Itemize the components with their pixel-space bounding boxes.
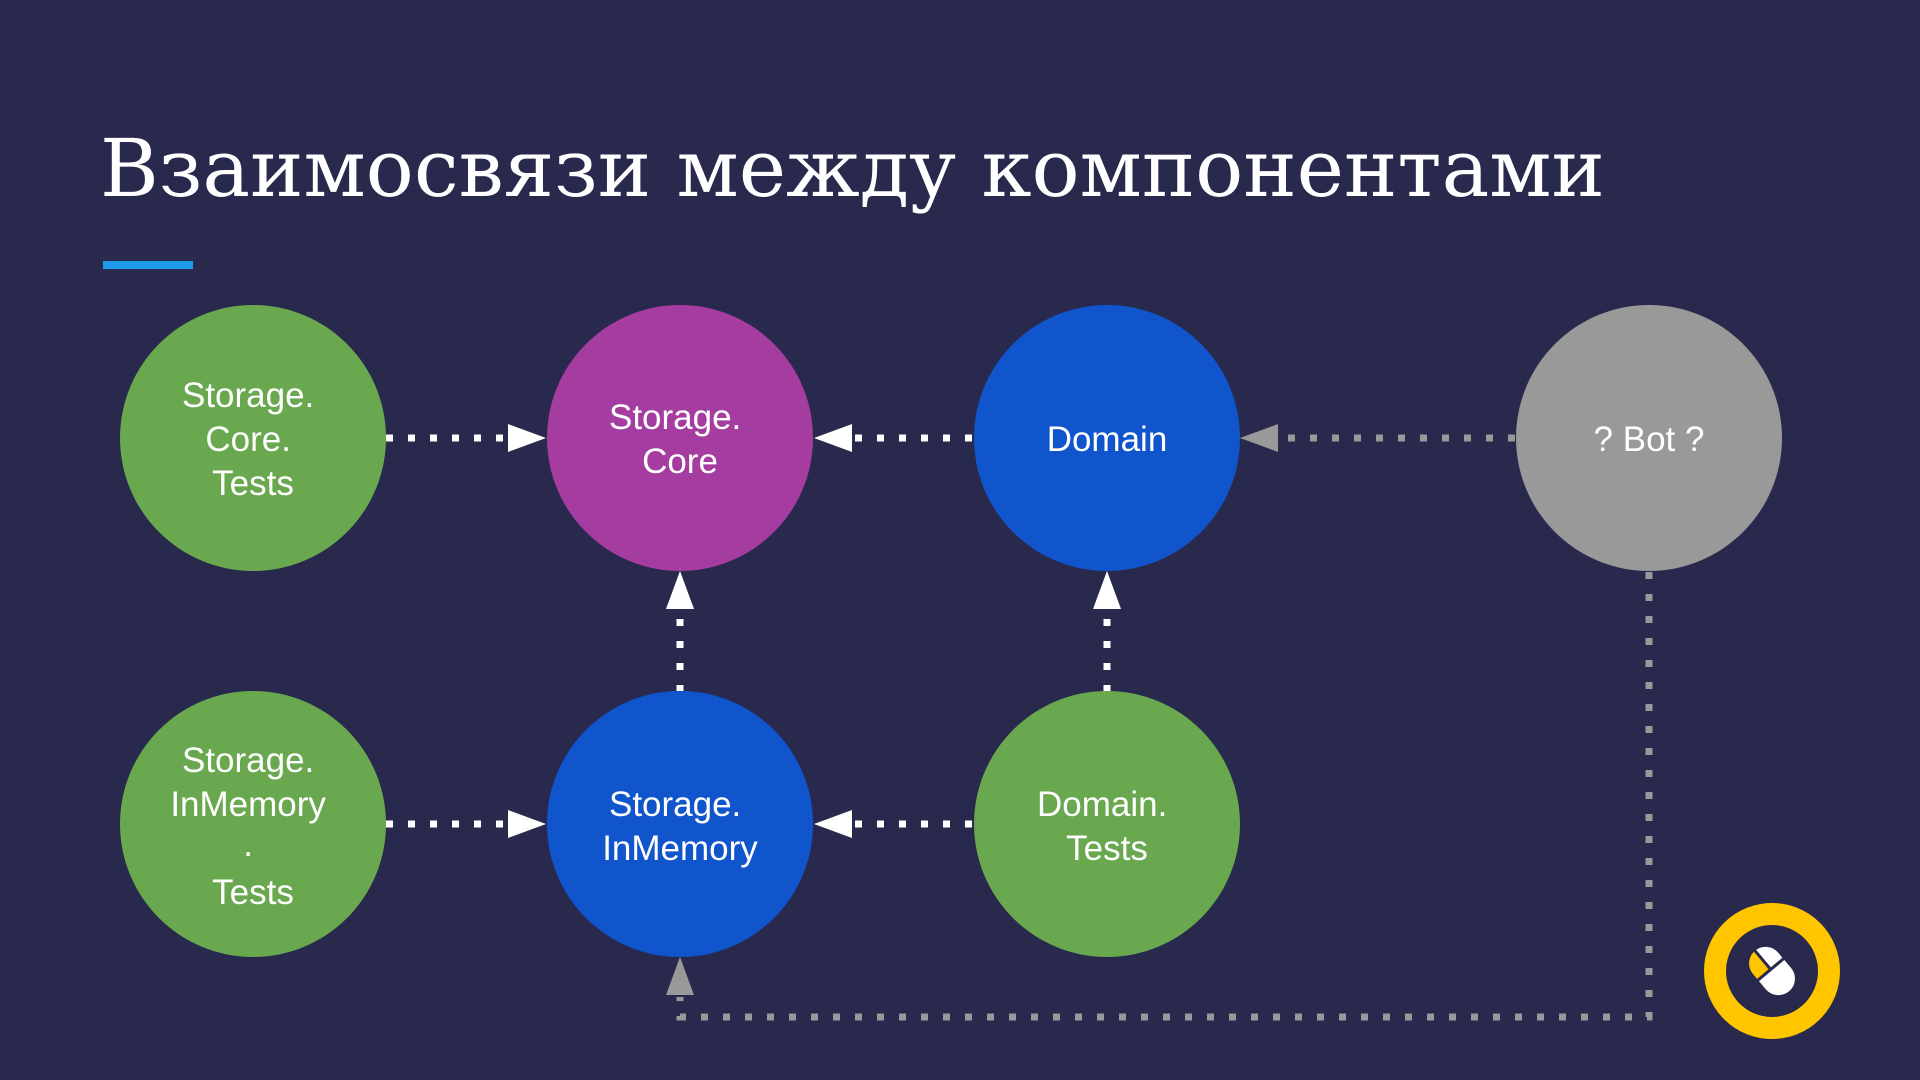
label-line: Core. <box>205 420 291 459</box>
node-storage-inmemory-tests-circle <box>120 691 386 957</box>
node-storage-core-tests-label: Storage. Core. Tests <box>182 376 324 503</box>
label-line: Tests <box>1066 829 1148 868</box>
mouse-logo[interactable] <box>1704 903 1840 1039</box>
node-storage-inmemory-tests-label: Storage. InMemory . Tests <box>170 741 335 912</box>
logo-ring <box>1704 903 1840 1039</box>
label-line: Storage. <box>182 376 314 415</box>
label-line: Tests <box>212 873 294 912</box>
slide-title: Взаимосвязи между компонентами <box>100 122 1605 215</box>
label-line: Tests <box>212 464 294 503</box>
label-line: Core <box>642 442 718 481</box>
arrow-bot-to-domain-head <box>1240 424 1278 452</box>
node-bot-circle <box>1516 305 1782 571</box>
label-line: InMemory <box>170 785 326 824</box>
node-storage-core-circle <box>547 305 813 571</box>
node-storage-inmemory-circle <box>547 691 813 957</box>
node-storage-core-tests-circle <box>120 305 386 571</box>
arrow-inmemory-to-core-head <box>666 571 694 609</box>
arrow-domain-to-core-head <box>814 424 852 452</box>
node-domain-tests-circle <box>974 691 1240 957</box>
node-storage-inmemory-tests[interactable]: Storage. InMemory . Tests <box>120 691 386 957</box>
label-line: ? Bot ? <box>1594 420 1705 459</box>
arrow-inmemory-tests-to-inmemory-head <box>508 810 546 838</box>
node-storage-inmemory-label: Storage. InMemory <box>602 785 758 868</box>
label-line: Domain. <box>1037 785 1167 824</box>
node-storage-core-label: Storage. Core <box>609 398 751 481</box>
arrow-bot-to-inmemory-line <box>676 572 1653 1021</box>
label-line: . <box>243 825 253 864</box>
node-domain-tests[interactable]: Domain. Tests <box>974 691 1240 957</box>
arrow-domain-tests-to-domain-head <box>1093 571 1121 609</box>
mouse-icon <box>1746 943 1798 999</box>
node-domain-tests-label: Domain. Tests <box>1037 785 1177 868</box>
arrow-domain-tests-to-inmemory-head <box>814 810 852 838</box>
node-bot[interactable]: ? Bot ? <box>1516 305 1782 571</box>
node-storage-core-tests[interactable]: Storage. Core. Tests <box>120 305 386 571</box>
arrow-core-tests-to-core-head <box>508 424 546 452</box>
node-domain[interactable]: Domain <box>974 305 1240 571</box>
label-line: Domain <box>1047 420 1168 459</box>
node-storage-inmemory[interactable]: Storage. InMemory <box>547 691 813 957</box>
arrow-bot-to-inmemory-head <box>666 957 694 995</box>
label-line: Storage. <box>609 785 741 824</box>
label-line: Storage. <box>182 741 314 780</box>
node-domain-label: Domain <box>1047 420 1168 459</box>
node-bot-label: ? Bot ? <box>1594 420 1705 459</box>
connectors <box>386 424 1653 1021</box>
label-line: Storage. <box>609 398 741 437</box>
label-line: InMemory <box>602 829 758 868</box>
title-underline <box>103 261 193 269</box>
node-storage-core[interactable]: Storage. Core <box>547 305 813 571</box>
node-domain-circle <box>974 305 1240 571</box>
